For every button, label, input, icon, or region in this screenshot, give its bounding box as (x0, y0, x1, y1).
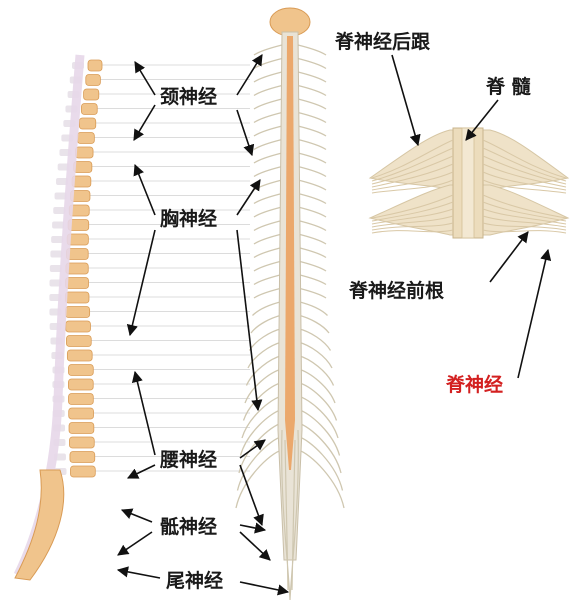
nerve-root-left (253, 233, 283, 245)
vertebra (70, 465, 96, 478)
nerve-root-right (297, 300, 328, 316)
nerve-root-left (253, 44, 283, 56)
nerve-root-right (297, 246, 327, 259)
nerve-root-left (253, 273, 283, 286)
label-thoracic-nerves: 胸神经 (160, 208, 218, 230)
nerve-root-left (253, 57, 283, 70)
nerve-root-right (297, 233, 327, 245)
nerve-root-right (297, 395, 339, 439)
nerve-root-right (297, 408, 341, 456)
nerve-root-left (253, 71, 283, 83)
nerve-root-right (297, 287, 327, 299)
label-dorsal-root: 脊神经后跟 (335, 31, 431, 53)
vertebral-disc (49, 265, 62, 272)
nerve-root-left (253, 287, 283, 299)
nerve-root-left (253, 98, 283, 110)
vertebra (75, 146, 94, 159)
vertebra (66, 349, 93, 362)
label-ventral-root: 脊神经前根 (349, 280, 445, 302)
nerve-root-left (253, 84, 283, 97)
sacrum (14, 469, 65, 581)
nerve-root-left (253, 138, 283, 151)
vertebral-disc (49, 279, 62, 287)
vertebral-disc (52, 221, 65, 229)
nerve-root-left (253, 152, 283, 164)
level-guide-lines (88, 64, 250, 472)
nerve-root-right (297, 273, 327, 286)
label-lumbar-nerves: 腰神经 (160, 449, 218, 471)
nerve-root-right (297, 206, 327, 218)
vertebra (78, 117, 97, 130)
vertebra (68, 422, 95, 434)
label-spinal-cord: 脊 髓 (486, 76, 531, 98)
nerve-root-left (253, 260, 283, 272)
spinal-cord-core (285, 36, 295, 470)
nerve-root-right (297, 260, 327, 272)
label-spinal-nerve: 脊神经 (446, 374, 504, 396)
vertebra (68, 364, 94, 376)
nerve-root-right (297, 111, 327, 124)
nerve-root-left (253, 206, 283, 218)
nerve-root-right (297, 219, 327, 232)
spinal-cord-cross-section (368, 127, 570, 239)
nerve-root-left (242, 381, 283, 421)
nerve-root-right (297, 71, 327, 83)
vertebra (65, 277, 89, 289)
nerve-root-right (297, 125, 327, 137)
cauda-equina (281, 429, 299, 601)
vertebra (69, 451, 96, 463)
nerve-root-left (248, 327, 283, 351)
nerve-root-left (239, 408, 283, 456)
nerve-root-right (297, 138, 327, 151)
nerve-root-right (297, 381, 338, 421)
vertebra (65, 306, 91, 318)
vertebra (76, 132, 95, 144)
nerve-root-left (253, 246, 283, 259)
vertebra (73, 161, 93, 173)
nerve-root-right (297, 98, 327, 110)
nerve-root-left (253, 125, 283, 137)
nerve-root-left (253, 111, 283, 124)
nerve-root-right (297, 449, 345, 509)
label-sacral-nerves: 骶神经 (160, 516, 218, 538)
nerve-root-left (241, 395, 283, 439)
vertebra (64, 291, 90, 304)
vertebral-disc (54, 192, 67, 200)
vertebra (81, 103, 98, 115)
nerve-root-right (297, 327, 332, 351)
nerve-root-right (297, 57, 327, 70)
nerve-root-right (297, 165, 327, 178)
nerve-root-left (235, 449, 283, 509)
vertebra (65, 320, 91, 333)
vertebral-disc (57, 163, 70, 171)
label-coccygeal-nerves: 尾神经 (166, 570, 224, 592)
vertebra (66, 335, 92, 347)
vertebra (85, 74, 101, 86)
vertebral-disc (51, 236, 64, 243)
nerve-root-right (297, 84, 327, 97)
vertebral-disc (53, 207, 66, 214)
vertebra (87, 59, 103, 72)
vertebra (83, 88, 100, 101)
spinal-cord-posterior-view (235, 7, 345, 601)
nerve-root-right (297, 152, 327, 164)
vertebra (68, 407, 94, 420)
nerve-root-left (253, 219, 283, 232)
vertebral-column-lateral (13, 54, 250, 581)
vertebral-disc (50, 250, 63, 258)
vertebra (68, 393, 94, 405)
nerve-root-right (297, 44, 327, 56)
nerve-root-left (253, 192, 283, 205)
nerve-root-right (297, 179, 327, 191)
vertebrae (49, 59, 103, 478)
vertebral-disc (56, 178, 69, 185)
pointer-arrows (116, 54, 552, 596)
nerve-root-right (297, 192, 327, 205)
vertebra (69, 436, 95, 449)
label-cervical-nerves: 颈神经 (160, 86, 218, 108)
vertebra (68, 378, 94, 391)
nerve-root-left (253, 165, 283, 178)
nerve-root-left (252, 300, 283, 316)
